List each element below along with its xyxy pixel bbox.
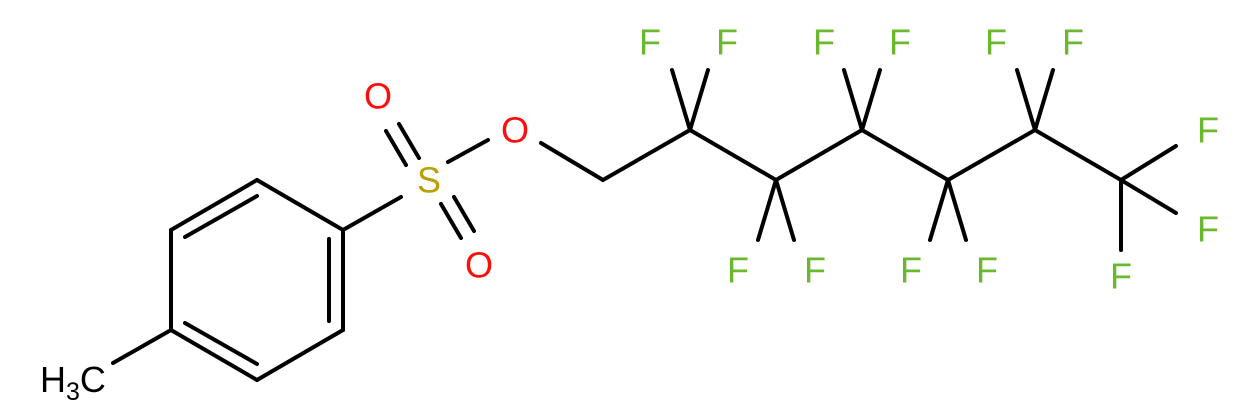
sulfur-oxygen-bottom-bond bbox=[439, 202, 463, 240]
fluorine-label: F bbox=[1197, 110, 1219, 151]
carbon-fluorine-bond bbox=[1119, 178, 1178, 215]
sulfur-ester-oxygen-bond bbox=[446, 138, 490, 164]
sulfonyl-oxygen-bottom-label: O bbox=[465, 245, 493, 286]
fluorine-label: F bbox=[639, 22, 661, 63]
carbon-fluorine-bond bbox=[1033, 68, 1055, 132]
ring-bond bbox=[169, 328, 259, 382]
fluorine-label: F bbox=[716, 22, 738, 63]
sulfur-label: S bbox=[417, 160, 441, 201]
ring-bond bbox=[255, 328, 345, 382]
sulfur-oxygen-top-bond bbox=[384, 129, 408, 167]
carbon-fluorine-bond bbox=[774, 178, 796, 242]
ring-bond bbox=[255, 178, 345, 232]
chain-bond bbox=[688, 128, 778, 182]
sulfur-oxygen-top-bond bbox=[397, 122, 421, 160]
aromatic-inner-bond bbox=[183, 321, 259, 366]
chain-bond bbox=[1033, 128, 1123, 182]
fluorine-label: F bbox=[976, 250, 998, 291]
carbon-fluorine-bond bbox=[1119, 144, 1178, 182]
methyl-bond bbox=[111, 328, 173, 365]
chain-bond bbox=[539, 141, 605, 182]
carbon-fluorine-bond bbox=[1015, 68, 1037, 132]
fluorine-label: F bbox=[985, 22, 1007, 63]
ring-sulfur-bond bbox=[341, 195, 403, 232]
carbon-fluorine-bond bbox=[860, 68, 882, 132]
sulfonyl-oxygen-top-label: O bbox=[364, 76, 392, 117]
fluorine-label: F bbox=[900, 250, 922, 291]
aromatic-inner-bond bbox=[183, 194, 259, 239]
ring-bond bbox=[169, 178, 259, 232]
chain-bond bbox=[946, 128, 1037, 182]
carbon-fluorine-bond bbox=[688, 68, 710, 132]
fluorine-label: F bbox=[813, 22, 835, 63]
carbon-fluorine-bond bbox=[928, 178, 950, 242]
methyl-label: H3C bbox=[40, 359, 106, 406]
chain-bond bbox=[860, 128, 950, 182]
ester-oxygen-label: O bbox=[501, 110, 529, 151]
carbon-fluorine-bond bbox=[756, 178, 778, 242]
fluorine-label: F bbox=[1197, 209, 1219, 250]
sulfur-oxygen-bottom-bond bbox=[452, 195, 476, 233]
carbon-fluorine-bond bbox=[842, 68, 864, 132]
carbon-fluorine-bond bbox=[670, 68, 692, 132]
fluorine-label: F bbox=[804, 250, 826, 291]
fluorine-label: F bbox=[1062, 22, 1084, 63]
fluorine-label: F bbox=[889, 22, 911, 63]
benzene-ring bbox=[169, 178, 345, 382]
chain-bond bbox=[774, 128, 864, 182]
chain-bond bbox=[601, 128, 692, 182]
carbon-fluorine-bond bbox=[946, 178, 968, 242]
fluorine-label: F bbox=[1110, 256, 1132, 297]
fluorine-label: F bbox=[727, 250, 749, 291]
